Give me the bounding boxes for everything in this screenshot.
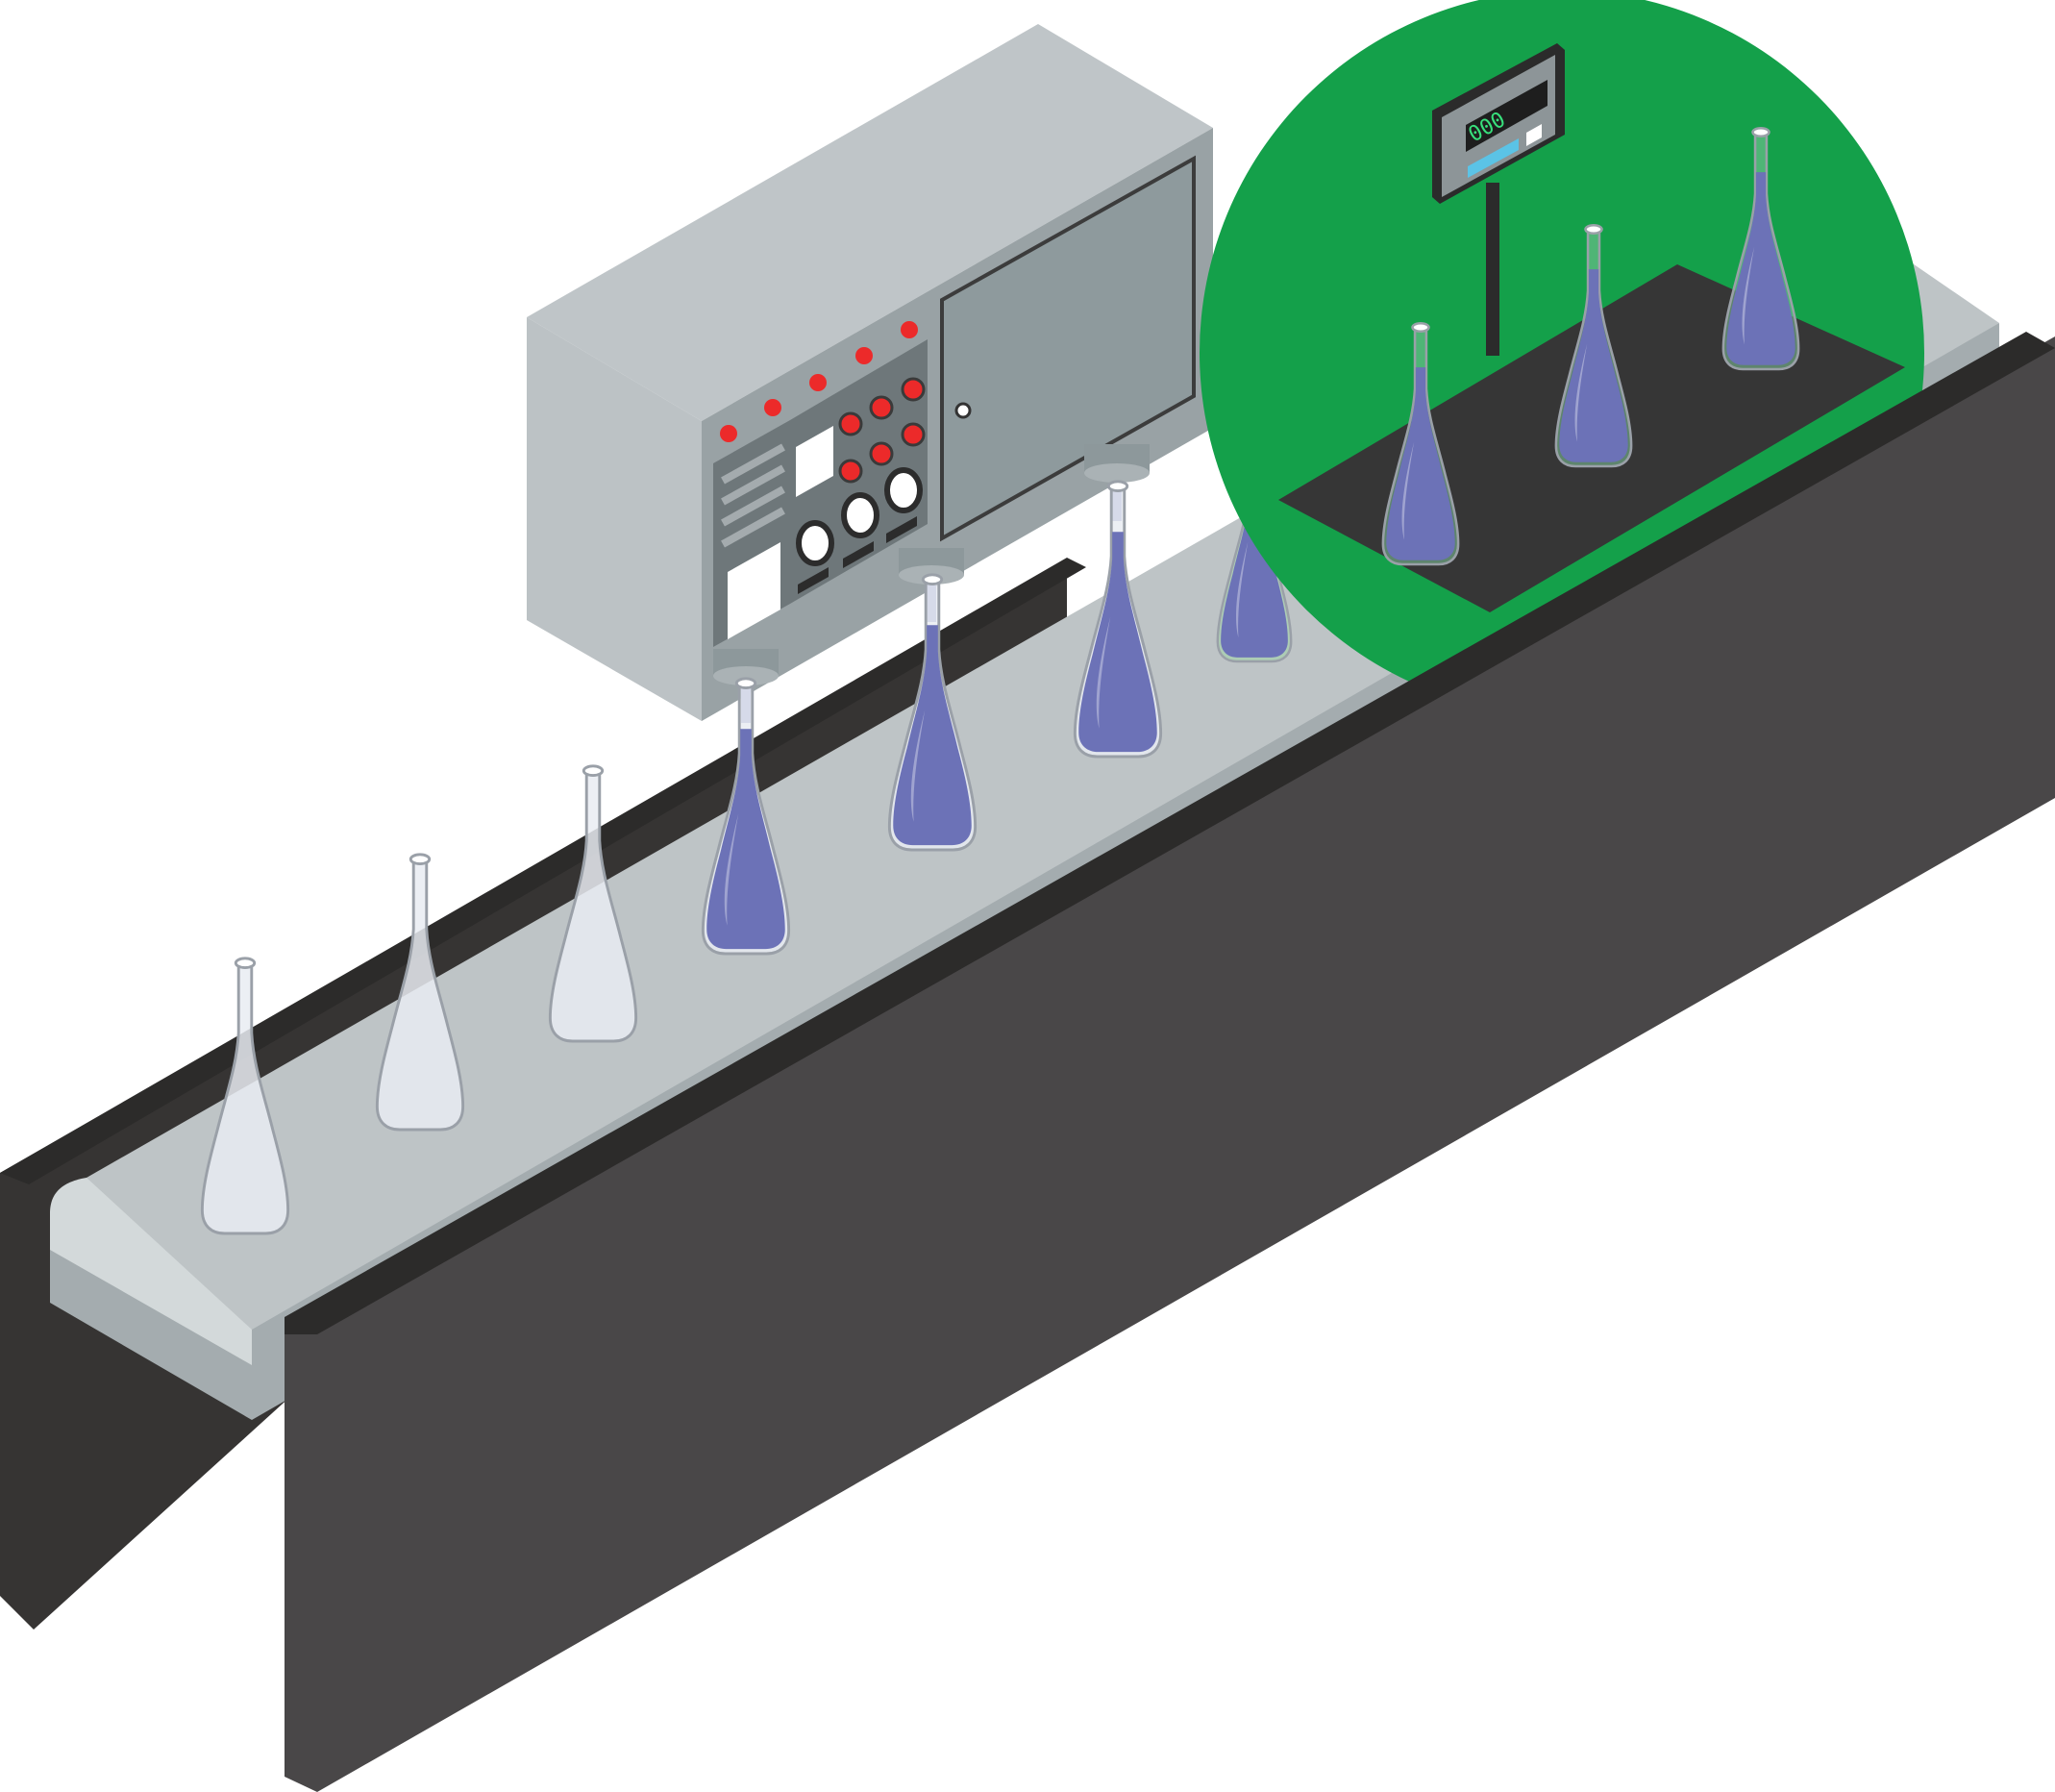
- filling-machine: [527, 24, 1213, 723]
- control-knobs: [796, 467, 923, 566]
- indicator-lights: [720, 321, 918, 442]
- scale-display-screen: [1466, 80, 1547, 152]
- bottle: [887, 573, 978, 852]
- nozzle-icon: [713, 649, 779, 685]
- weighed-bottle: [1554, 223, 1633, 468]
- knob-icon[interactable]: [796, 520, 834, 566]
- knob-icon[interactable]: [841, 492, 879, 538]
- bottle: [548, 764, 638, 1043]
- filling-nozzles: [713, 444, 1150, 685]
- red-light-icon: [855, 347, 873, 364]
- panel-screen-upper: [796, 426, 833, 497]
- scale-indicator: 000: [1432, 43, 1565, 356]
- button-icon[interactable]: [838, 459, 863, 484]
- red-light-icon: [901, 321, 918, 338]
- knob-icon[interactable]: [884, 467, 923, 513]
- weighed-bottles: [1381, 126, 1800, 566]
- machine-door: [940, 155, 1196, 542]
- control-buttons: [838, 377, 926, 484]
- panel-vent-slots: [721, 443, 785, 548]
- panel-screen-lower: [728, 542, 780, 639]
- weighed-bottle: [1721, 126, 1800, 371]
- front-rail-top-edge: [285, 332, 2055, 1334]
- nozzle-icon: [1084, 444, 1150, 483]
- bottle: [701, 677, 791, 956]
- nozzle-icon: [899, 548, 964, 585]
- scale-pole: [1486, 183, 1499, 356]
- button-icon[interactable]: [901, 377, 926, 402]
- button-icon[interactable]: [838, 411, 863, 436]
- button-icon[interactable]: [901, 422, 926, 447]
- machine-side-face: [527, 317, 702, 721]
- bottle: [200, 957, 290, 1235]
- belt-end-roller: [50, 1178, 252, 1365]
- bottle: [1073, 480, 1163, 759]
- red-light-icon: [809, 374, 827, 391]
- conveyor-front-rail: [285, 332, 2055, 1792]
- door-handle: [954, 402, 972, 419]
- scale-display-bar: [1468, 138, 1519, 178]
- button-icon[interactable]: [869, 441, 894, 466]
- machine-top-face: [527, 24, 1213, 421]
- red-light-icon: [764, 399, 781, 416]
- back-rail-top-edge: [0, 558, 1086, 1184]
- button-icon[interactable]: [869, 395, 894, 420]
- scale-display-button[interactable]: [1526, 124, 1542, 146]
- front-rail-face: [285, 336, 2055, 1792]
- weighed-bottle: [1381, 321, 1460, 566]
- red-light-icon: [720, 425, 737, 442]
- belt-bottles: [200, 424, 1293, 1235]
- knob-labels: [798, 516, 917, 594]
- bottle: [375, 853, 465, 1132]
